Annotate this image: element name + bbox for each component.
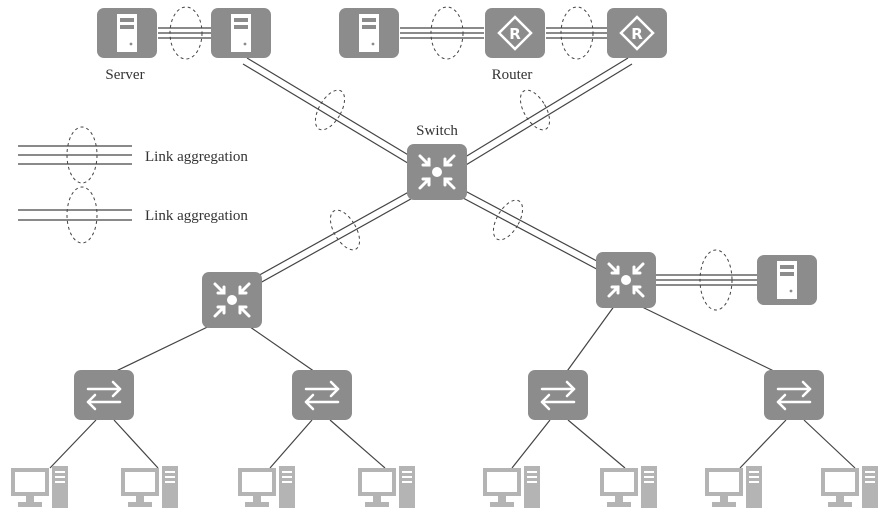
- distribution-switch-right-icon: [594, 250, 658, 310]
- pc-3-icon: [238, 466, 295, 508]
- legend-triple-link-symbol: [18, 126, 132, 184]
- distribution-server-icon: [757, 255, 817, 305]
- legend-double-link-label: Link aggregation: [145, 208, 248, 224]
- pc-2-icon: [121, 466, 178, 508]
- link-core-dist-left: [246, 183, 428, 289]
- legend-triple-link-label: Link aggregation: [145, 149, 248, 165]
- core-switch-icon: [405, 142, 469, 202]
- router-icon-left: [483, 6, 547, 60]
- link-server-server: [158, 6, 212, 60]
- link-server-core: [242, 57, 426, 172]
- access-switch-2-icon: [290, 368, 354, 422]
- distribution-switch-left-icon: [200, 270, 264, 330]
- switch-label: Switch: [416, 123, 458, 139]
- server-icon-left: [97, 8, 157, 58]
- router-icon-right: [605, 6, 669, 60]
- link-core-dist-right: [447, 183, 611, 275]
- access-links: [49, 304, 856, 469]
- pc-8-icon: [821, 466, 878, 508]
- pc-7-icon: [705, 466, 762, 508]
- pc-1-icon: [11, 466, 68, 508]
- link-router-router: [546, 6, 608, 60]
- pc-5-icon: [483, 466, 540, 508]
- link-router-core: [451, 57, 633, 172]
- link-dist-right-server: [654, 249, 758, 311]
- legend: Link aggregation Link aggregation: [18, 126, 248, 244]
- access-switch-4-icon: [762, 368, 826, 422]
- pc-4-icon: [358, 466, 415, 508]
- access-switch-1-icon: [72, 368, 136, 422]
- server-icon-right: [211, 8, 271, 58]
- server-label: Server: [105, 67, 144, 83]
- router-side-server-icon: [339, 8, 399, 58]
- access-switch-3-icon: [526, 368, 590, 422]
- router-label: Router: [492, 67, 533, 83]
- legend-double-link-symbol: [18, 186, 132, 244]
- pc-6-icon: [600, 466, 657, 508]
- link-server-router: [400, 6, 484, 60]
